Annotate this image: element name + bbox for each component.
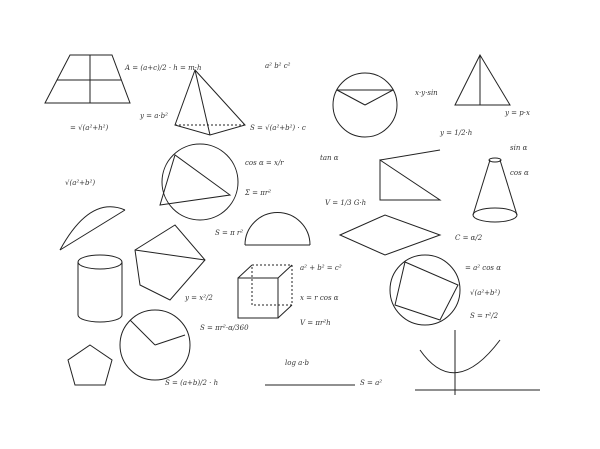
svg-text:y = 1/2·h: y = 1/2·h: [439, 129, 472, 137]
svg-text:S = a²: S = a²: [360, 379, 382, 387]
pyramid-sketch: [174, 69, 246, 136]
cone-sketch: [472, 157, 518, 223]
svg-text:sin α: sin α: [510, 144, 528, 152]
circle-segment-sketch: [332, 72, 398, 138]
rhombus-sketch: [338, 214, 442, 256]
svg-text:Σ = πr²: Σ = πr²: [244, 189, 271, 197]
svg-text:a² + b² = c²: a² + b² = c²: [300, 264, 342, 272]
svg-text:cos α: cos α: [510, 169, 529, 177]
svg-text:S = (a+b)/2 · h: S = (a+b)/2 · h: [165, 379, 218, 387]
svg-text:tan α: tan α: [320, 154, 339, 162]
cube-sketch: [237, 264, 293, 319]
svg-text:y = x²/2: y = x²/2: [184, 294, 213, 302]
svg-text:V = 1/3 G·h: V = 1/3 G·h: [325, 199, 366, 207]
trapezoid-sketch: [44, 54, 131, 104]
svg-text:√(a²+b²): √(a²+b²): [470, 289, 500, 297]
right-triangle-sketch: [379, 149, 442, 201]
svg-text:x·y·sin: x·y·sin: [415, 89, 438, 97]
svg-text:√(a²+b²): √(a²+b²): [65, 179, 95, 187]
triangle-sketch: [454, 53, 511, 106]
svg-text:S = r²/2: S = r²/2: [470, 312, 499, 320]
svg-text:x = r cos α: x = r cos α: [300, 294, 339, 302]
arc-sketch: [59, 206, 126, 251]
sector-sketch: [119, 309, 191, 381]
svg-text:C = α/2: C = α/2: [455, 234, 483, 242]
svg-text:S = πr²·α/360: S = πr²·α/360: [200, 324, 249, 332]
svg-text:S = π r²: S = π r²: [215, 229, 243, 237]
svg-text:y = a·b²: y = a·b²: [139, 112, 168, 120]
math-sketch-paper: [42, 42, 558, 404]
svg-text:y = p·x: y = p·x: [504, 109, 530, 117]
svg-text:a² b² c²: a² b² c²: [265, 62, 291, 70]
circle-quadrilateral-sketch: [389, 254, 461, 326]
svg-text:S = √(a²+b²) · c: S = √(a²+b²) · c: [250, 124, 306, 132]
svg-text:V = πr²h: V = πr²h: [300, 319, 331, 327]
prism-sketch: [134, 224, 206, 301]
svg-text:= a² cos α: = a² cos α: [465, 264, 501, 272]
cylinder-sketch: [77, 254, 123, 323]
formula-text: A = (a+c)/2 · h = m·h a² b² c² x·y·sin =…: [65, 62, 530, 387]
semicircle-sketch: [244, 212, 311, 246]
svg-text:= √(a²+h²): = √(a²+h²): [70, 124, 108, 132]
svg-text:cos α = x/r: cos α = x/r: [245, 159, 284, 167]
dodecahedron-sketch: [67, 344, 113, 386]
svg-text:log a·b: log a·b: [285, 359, 310, 367]
graph-sketch: [415, 330, 540, 395]
svg-text:A = (a+c)/2 · h = m·h: A = (a+c)/2 · h = m·h: [124, 64, 201, 72]
inscribed-circle-sketch: [159, 143, 239, 221]
